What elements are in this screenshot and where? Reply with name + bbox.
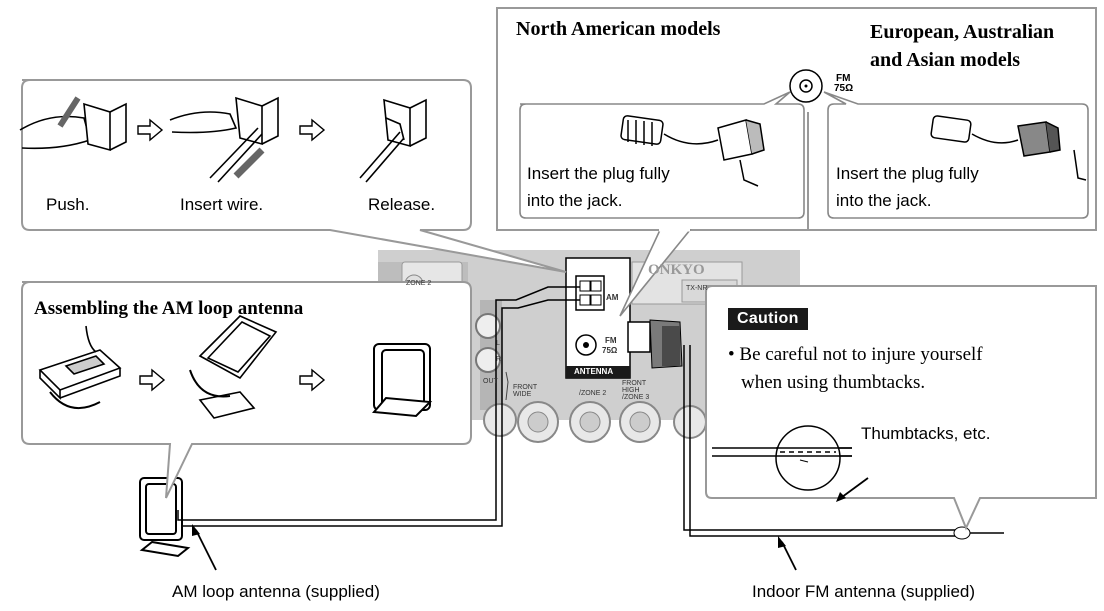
receiver-brand: ONKYO	[648, 262, 705, 278]
step-arrows	[137, 118, 326, 142]
am-assembly-title: Assembling the AM loop antenna	[34, 298, 304, 319]
caution-badge: Caution	[728, 308, 808, 330]
am-assembly-step2	[189, 315, 278, 419]
am-assembly-step1	[38, 325, 122, 410]
receiver-fm-ohm: 75Ω	[602, 346, 618, 355]
caution-text-line2: when using thumbtacks.	[741, 372, 926, 393]
eu-models-title: European, Australian and Asian models	[870, 21, 1055, 71]
release-label: Release.	[368, 195, 436, 214]
receiver-label-zone2b: /ZONE 2	[579, 390, 607, 397]
assembly-arrows	[139, 368, 326, 392]
na-models-title: North American models	[516, 18, 721, 40]
insert-illustration	[169, 96, 279, 183]
push-label: Push.	[46, 195, 90, 214]
fm-plug	[627, 319, 683, 369]
am-loop-antenna	[139, 477, 191, 558]
receiver-antenna-label: ANTENNA	[574, 367, 614, 376]
receiver-label-front-high: FRONT HIGH /ZONE 3	[622, 380, 650, 401]
wire-steps-callout	[21, 79, 567, 273]
push-illustration	[19, 96, 127, 152]
eu-instruction: Insert the plug fully into the jack.	[836, 164, 979, 210]
fm-antenna-caption: Indoor FM antenna (supplied)	[752, 582, 976, 601]
release-illustration	[359, 98, 427, 183]
am-assembly-step3	[371, 343, 433, 418]
fm-antenna-end	[953, 526, 971, 540]
receiver-fm-label: FM	[605, 336, 617, 345]
fm-jack-label: FM	[836, 73, 851, 84]
insert-wire-label: Insert wire.	[180, 195, 264, 214]
caution-text-line1: • Be careful not to injure yourself	[728, 344, 983, 365]
am-caption-arrow	[195, 529, 217, 571]
receiver-label-r: R	[496, 356, 502, 363]
eu-plug-illustration	[930, 115, 1087, 181]
receiver-label-l: L	[496, 340, 500, 347]
receiver-am-label: AM	[606, 293, 619, 302]
receiver-label-out: OUT	[483, 378, 498, 385]
thumbtacks-label: Thumbtacks, etc.	[861, 424, 991, 443]
am-assembly-callout	[21, 281, 472, 499]
fm-caption-arrow	[781, 541, 797, 571]
fm-jack-ohm: 75Ω	[834, 83, 854, 94]
receiver-model: TX-NR	[686, 285, 708, 292]
receiver-label-front-wide: FRONT WIDE	[513, 384, 537, 398]
na-plug-illustration	[620, 115, 765, 187]
na-instruction: Insert the plug fully into the jack.	[527, 164, 670, 210]
receiver-label-zone2: ZONE 2	[406, 280, 432, 287]
am-antenna-caption: AM loop antenna (supplied)	[172, 582, 380, 601]
thumbtack-illustration	[712, 425, 852, 491]
